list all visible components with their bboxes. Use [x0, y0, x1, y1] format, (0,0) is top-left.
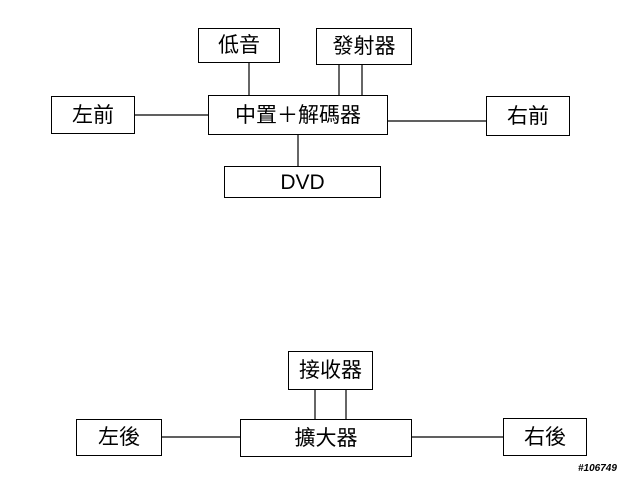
amplifier-box: 擴大器 [240, 419, 412, 457]
receiver-box: 接收器 [288, 351, 373, 390]
receiver-label: 接收器 [299, 358, 362, 382]
front-right-label: 右前 [507, 103, 549, 128]
amplifier-label: 擴大器 [294, 425, 358, 450]
front-left-box: 左前 [51, 96, 135, 134]
subwoofer-label: 低音 [218, 33, 260, 57]
subwoofer-box: 低音 [198, 28, 280, 63]
dvd-box: DVD [224, 166, 381, 198]
image-id-stamp: #106749 [578, 463, 617, 474]
transmitter-box: 發射器 [316, 28, 412, 65]
front-right-box: 右前 [486, 96, 570, 136]
rear-right-label: 右後 [524, 424, 566, 449]
front-left-label: 左前 [72, 102, 114, 127]
center-decoder-box: 中置＋解碼器 [208, 95, 388, 135]
rear-right-box: 右後 [503, 418, 587, 456]
center-decoder-label: 中置＋解碼器 [235, 102, 361, 127]
dvd-label: DVD [280, 170, 325, 194]
rear-left-label: 左後 [98, 425, 140, 449]
transmitter-label: 發射器 [332, 34, 396, 58]
rear-left-box: 左後 [76, 419, 162, 456]
